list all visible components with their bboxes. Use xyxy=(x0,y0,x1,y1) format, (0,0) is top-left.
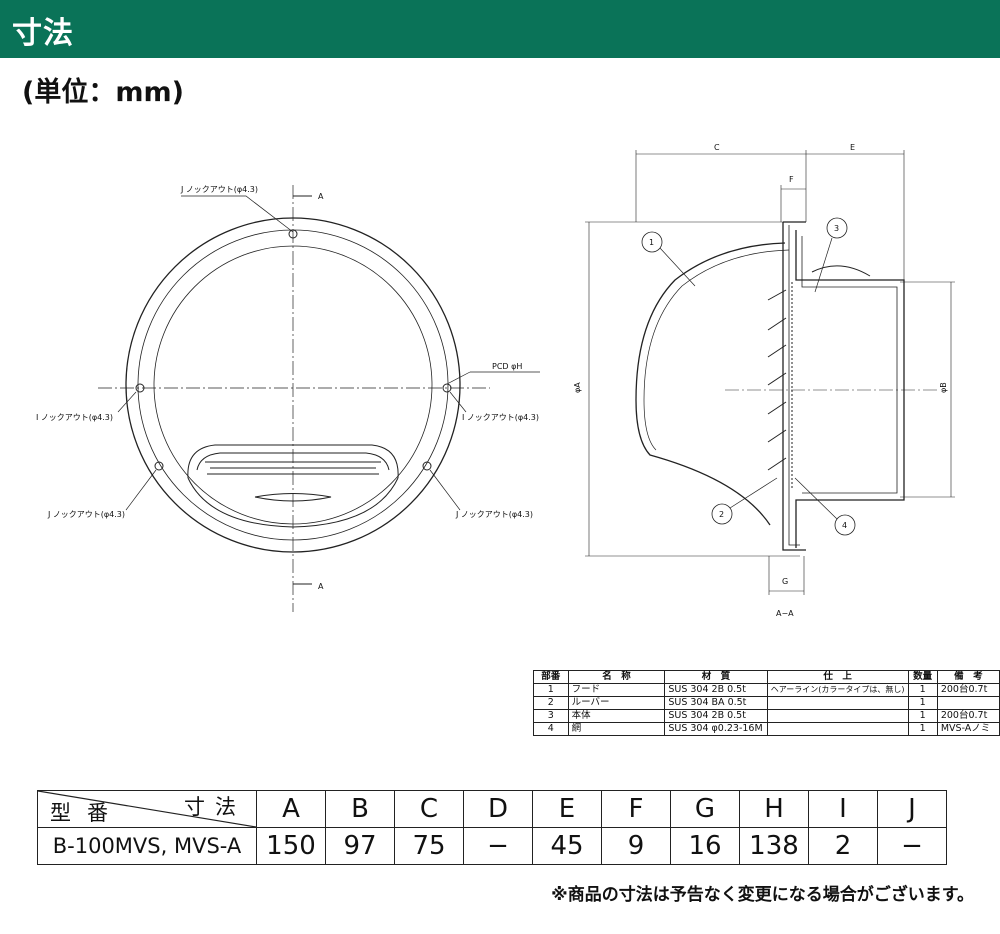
dim-e-label: E xyxy=(850,143,855,152)
dim-header: D xyxy=(463,790,533,828)
part-1-label: 1 xyxy=(649,238,654,247)
dim-value: 2 xyxy=(808,827,878,865)
table-row: 1 フード SUS 304 2B 0.5t ヘアーライン(カラータイプは、無し)… xyxy=(533,683,1000,697)
part-2-label: 2 xyxy=(719,510,724,519)
corner-diagonal xyxy=(38,791,256,827)
knockout-j-top-label: J ノックアウト(φ4.3) xyxy=(180,185,258,194)
dimensions-header-row: 寸法 型番 A B C D E F G H I J xyxy=(37,790,947,828)
parts-table: 部番 名 称 材 質 仕 上 数量 備 考 1 フード SUS 304 2B 0… xyxy=(533,670,1000,736)
corner-bottom-label: 型番 xyxy=(50,801,124,825)
dim-header: G xyxy=(670,790,740,828)
table-row: 3 本体 SUS 304 2B 0.5t 1 200台0.7t xyxy=(533,709,1000,723)
dim-value: 45 xyxy=(532,827,602,865)
dim-header: B xyxy=(325,790,395,828)
model-name: B-100MVS, MVS-A xyxy=(37,827,257,865)
table-row: 4 網 SUS 304 φ0.23-16M 1 MVS-Aノミ xyxy=(533,722,1000,736)
part-3-label: 3 xyxy=(834,224,839,233)
table-row: B-100MVS, MVS-A 150 97 75 − 45 9 16 138 … xyxy=(37,827,947,865)
front-view xyxy=(98,185,540,612)
dimensions-corner-cell: 寸法 型番 xyxy=(37,790,257,828)
dim-value: 97 xyxy=(325,827,395,865)
page-title: 寸法 xyxy=(12,16,74,51)
dim-value: − xyxy=(877,827,947,865)
parts-table-header: 部番 名 称 材 質 仕 上 数量 備 考 xyxy=(533,670,1000,684)
dim-g-label: G xyxy=(782,577,788,586)
dim-header: A xyxy=(256,790,326,828)
table-row: 2 ルーバー SUS 304 BA 0.5t 1 xyxy=(533,696,1000,710)
dim-value: 16 xyxy=(670,827,740,865)
dim-f-label: F xyxy=(789,175,794,184)
dim-value: − xyxy=(463,827,533,865)
dim-header: H xyxy=(739,790,809,828)
section-a-top-label: A xyxy=(318,192,324,201)
dia-a-label: φA xyxy=(573,382,582,393)
dia-b-label: φB xyxy=(939,382,948,393)
dim-c-label: C xyxy=(714,143,720,152)
dim-value: 75 xyxy=(394,827,464,865)
page-header: 寸法 xyxy=(0,0,1000,58)
dimensions-table: 寸法 型番 A B C D E F G H I J B-100MVS, MVS-… xyxy=(37,790,947,865)
part-4-label: 4 xyxy=(842,521,847,530)
dim-value: 138 xyxy=(739,827,809,865)
pcd-label: PCD φH xyxy=(492,362,522,371)
knockout-j-left-label: J ノックアウト(φ4.3) xyxy=(47,510,125,519)
knockout-i-right-label: I ノックアウト(φ4.3) xyxy=(462,413,539,422)
knockout-i-left-label: I ノックアウト(φ4.3) xyxy=(36,413,113,422)
unit-label: (単位：mm) xyxy=(22,77,184,108)
dim-header: E xyxy=(532,790,602,828)
dim-header: C xyxy=(394,790,464,828)
corner-top-label: 寸法 xyxy=(184,795,246,819)
disclaimer-note: ※商品の寸法は予告なく変更になる場合がございます。 xyxy=(551,885,974,905)
dim-header: F xyxy=(601,790,671,828)
dim-value: 9 xyxy=(601,827,671,865)
dim-header: I xyxy=(808,790,878,828)
section-caption: A−A xyxy=(776,609,794,618)
knockout-j-right-label: J ノックアウト(φ4.3) xyxy=(455,510,533,519)
section-view xyxy=(585,150,955,595)
dim-value: 150 xyxy=(256,827,326,865)
dim-header: J xyxy=(877,790,947,828)
section-a-bottom-label: A xyxy=(318,582,324,591)
technical-drawing: J ノックアウト(φ4.3) A A PCD φH I ノックアウト(φ4.3)… xyxy=(36,143,955,618)
